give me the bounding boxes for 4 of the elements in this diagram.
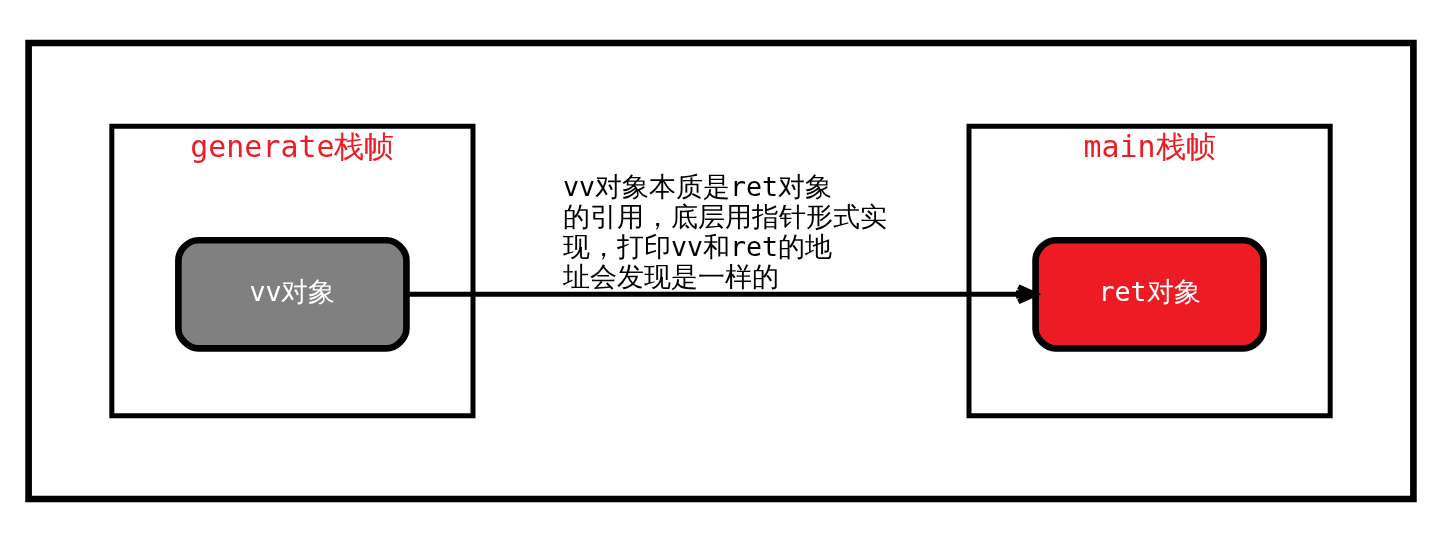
node-box: ret对象 [1032, 236, 1267, 352]
node-box: vv对象 [175, 236, 410, 352]
cluster [25, 39, 1417, 503]
edge-label: vv对象本质是ret对象的引用，底层用指针形式实现，打印vv和ret的地址会发现是一样的 [562, 170, 887, 292]
